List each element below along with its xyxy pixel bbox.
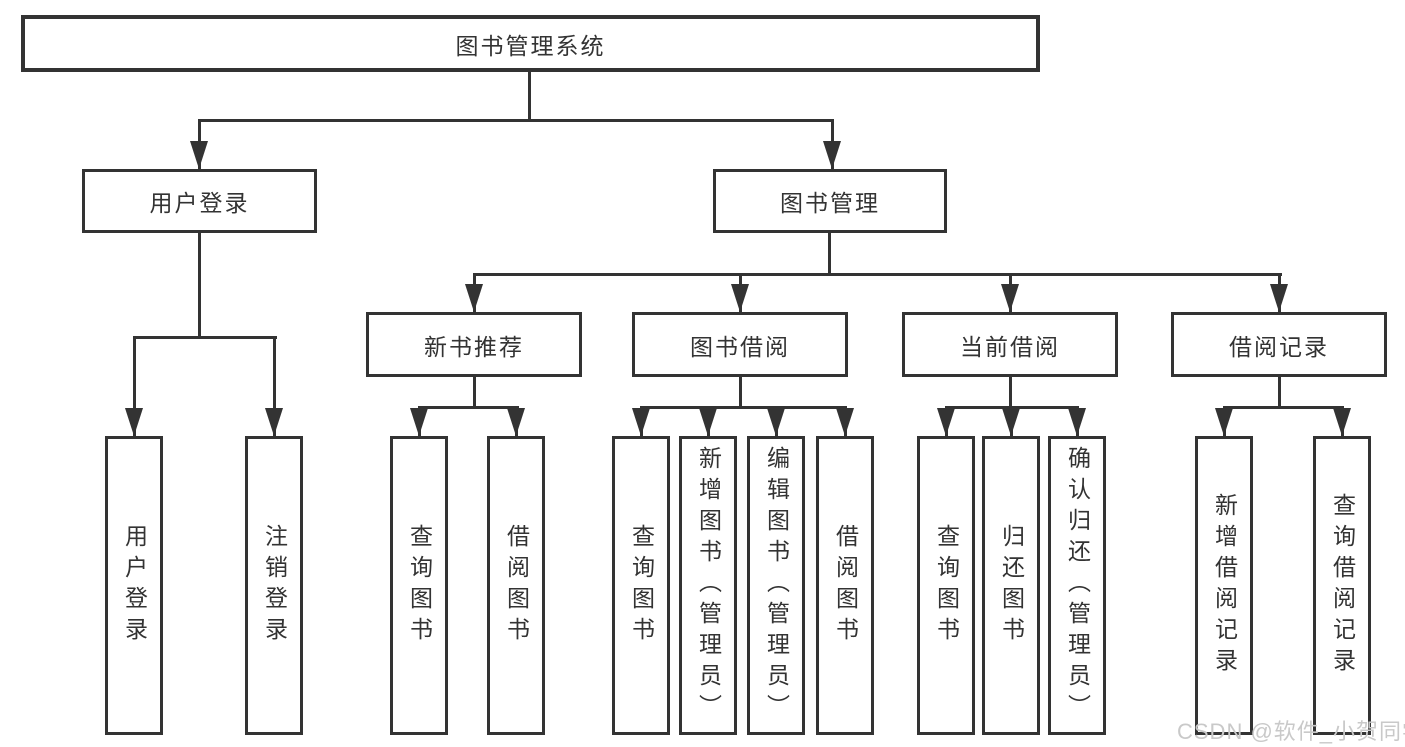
connector-line bbox=[473, 377, 476, 409]
connector-line bbox=[1278, 377, 1281, 409]
node-book-borrowing: 图书借阅 bbox=[632, 312, 848, 377]
node-user-login-label: 用户登录 bbox=[149, 190, 250, 216]
node-library-system-label: 图书管理系统 bbox=[455, 32, 606, 59]
leaf-add-borrow-record-label: 新增借阅记录 bbox=[1211, 492, 1238, 679]
connector-line bbox=[133, 336, 277, 339]
connector-line bbox=[1223, 406, 1344, 409]
connector-line bbox=[198, 119, 834, 122]
leaf-query-borrow-record-label: 查询借阅记录 bbox=[1329, 492, 1356, 679]
node-user-login: 用户登录 bbox=[82, 169, 317, 233]
connector-line bbox=[828, 233, 831, 276]
arrowhead bbox=[699, 408, 717, 436]
leaf-user-login: 用户登录 bbox=[105, 436, 163, 735]
leaf-borrow-books-1: 借阅图书 bbox=[487, 436, 545, 735]
leaf-confirm-return-admin-label: 确认归还（管理员） bbox=[1064, 446, 1091, 725]
leaf-edit-book-admin-label: 编辑图书（管理员） bbox=[763, 446, 790, 725]
node-current-borrowing: 当前借阅 bbox=[902, 312, 1118, 377]
arrowhead bbox=[937, 408, 955, 436]
arrowhead bbox=[1333, 408, 1351, 436]
connector-line bbox=[273, 336, 276, 436]
leaf-edit-book-admin: 编辑图书（管理员） bbox=[747, 436, 805, 735]
arrowhead bbox=[823, 141, 841, 169]
arrowhead bbox=[410, 408, 428, 436]
connector-line bbox=[133, 336, 136, 436]
leaf-query-books-3-label: 查询图书 bbox=[933, 523, 960, 648]
node-new-book-recommend: 新书推荐 bbox=[366, 312, 582, 377]
leaf-borrow-books-2-label: 借阅图书 bbox=[832, 523, 859, 648]
node-new-book-recommend-label: 新书推荐 bbox=[424, 333, 524, 360]
arrowhead bbox=[190, 141, 208, 169]
arrowhead bbox=[1068, 408, 1086, 436]
leaf-query-books-2-label: 查询图书 bbox=[628, 523, 655, 648]
arrowhead bbox=[1215, 408, 1233, 436]
leaf-confirm-return-admin: 确认归还（管理员） bbox=[1048, 436, 1106, 735]
arrowhead bbox=[465, 284, 483, 312]
leaf-return-book-label: 归还图书 bbox=[998, 523, 1025, 648]
csdn-watermark: CSDN @软件_小贺同学 bbox=[1177, 719, 1405, 744]
connector-line bbox=[640, 406, 846, 409]
arrowhead bbox=[507, 408, 525, 436]
leaf-query-borrow-record: 查询借阅记录 bbox=[1313, 436, 1371, 735]
arrowhead bbox=[836, 408, 854, 436]
leaf-add-book-admin-label: 新增图书（管理员） bbox=[695, 446, 722, 725]
connector-line bbox=[473, 273, 1282, 276]
arrowhead bbox=[731, 284, 749, 312]
node-book-borrowing-label: 图书借阅 bbox=[690, 333, 790, 360]
connector-line bbox=[418, 406, 519, 409]
connector-line bbox=[739, 377, 742, 409]
node-book-management: 图书管理 bbox=[713, 169, 947, 233]
node-current-borrowing-label: 当前借阅 bbox=[960, 333, 1060, 360]
leaf-query-books-1-label: 查询图书 bbox=[406, 523, 433, 648]
leaf-add-book-admin: 新增图书（管理员） bbox=[679, 436, 737, 735]
node-library-system: 图书管理系统 bbox=[21, 15, 1040, 72]
arrowhead bbox=[632, 408, 650, 436]
leaf-user-login-label: 用户登录 bbox=[121, 523, 148, 648]
arrowhead bbox=[1270, 284, 1288, 312]
connector-line bbox=[1009, 377, 1012, 409]
leaf-borrow-books-2: 借阅图书 bbox=[816, 436, 874, 735]
leaf-query-books-3: 查询图书 bbox=[917, 436, 975, 735]
leaf-add-borrow-record: 新增借阅记录 bbox=[1195, 436, 1253, 735]
connector-line bbox=[528, 72, 531, 120]
leaf-query-books-2: 查询图书 bbox=[612, 436, 670, 735]
leaf-logout: 注销登录 bbox=[245, 436, 303, 735]
connector-line bbox=[198, 233, 201, 339]
node-borrow-records: 借阅记录 bbox=[1171, 312, 1387, 377]
leaf-query-books-1: 查询图书 bbox=[390, 436, 448, 735]
arrowhead bbox=[767, 408, 785, 436]
arrowhead bbox=[1002, 408, 1020, 436]
arrowhead bbox=[125, 408, 143, 436]
leaf-return-book: 归还图书 bbox=[982, 436, 1040, 735]
node-borrow-records-label: 借阅记录 bbox=[1229, 333, 1329, 360]
leaf-logout-label: 注销登录 bbox=[261, 523, 288, 648]
arrowhead bbox=[265, 408, 283, 436]
arrowhead bbox=[1001, 284, 1019, 312]
leaf-borrow-books-1-label: 借阅图书 bbox=[503, 523, 530, 648]
node-book-management-label: 图书管理 bbox=[780, 190, 880, 216]
